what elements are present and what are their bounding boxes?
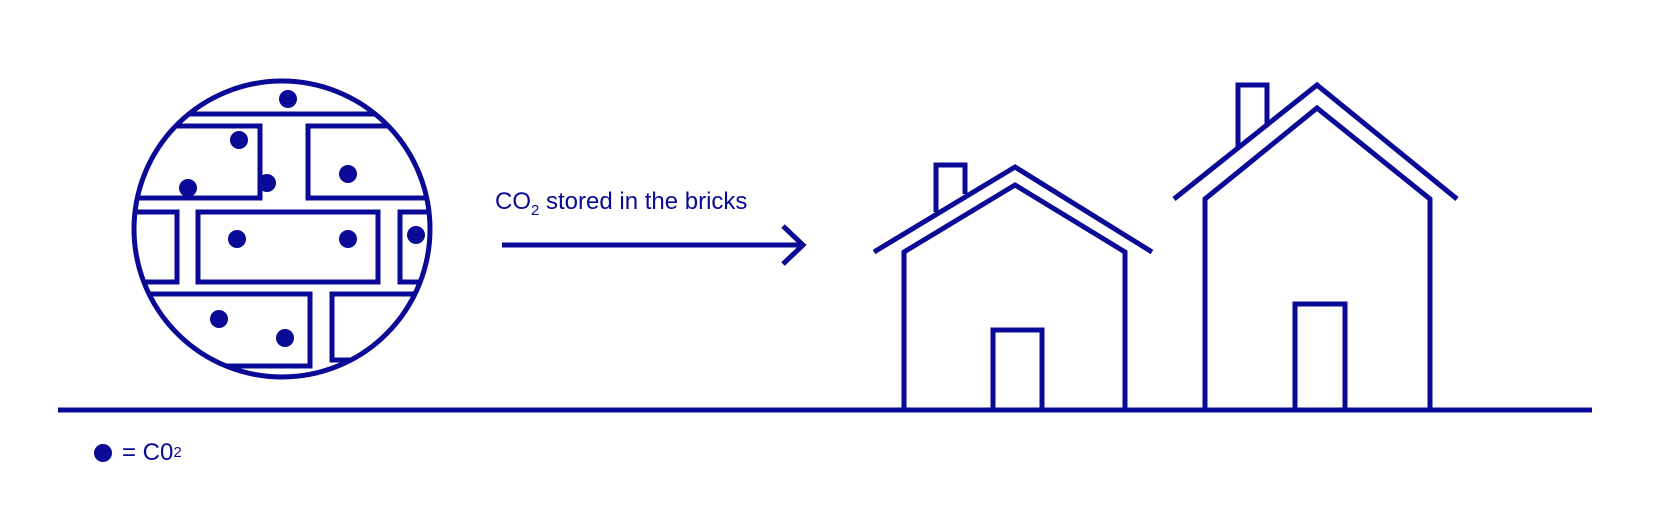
arrow-right-icon [502, 224, 807, 266]
caption-co2-stored: CO2 stored in the bricks [495, 188, 748, 219]
small-house-icon [872, 162, 1154, 410]
large-house-icon [1172, 81, 1459, 410]
legend-equals: = C0 [122, 439, 174, 466]
co2-dots [179, 90, 425, 347]
caption-co: CO [495, 188, 531, 215]
caption-subscript: 2 [531, 202, 540, 219]
brick-circle-icon [131, 78, 433, 380]
caption-rest: stored in the bricks [539, 188, 748, 215]
co2-dot-icon [94, 444, 112, 462]
